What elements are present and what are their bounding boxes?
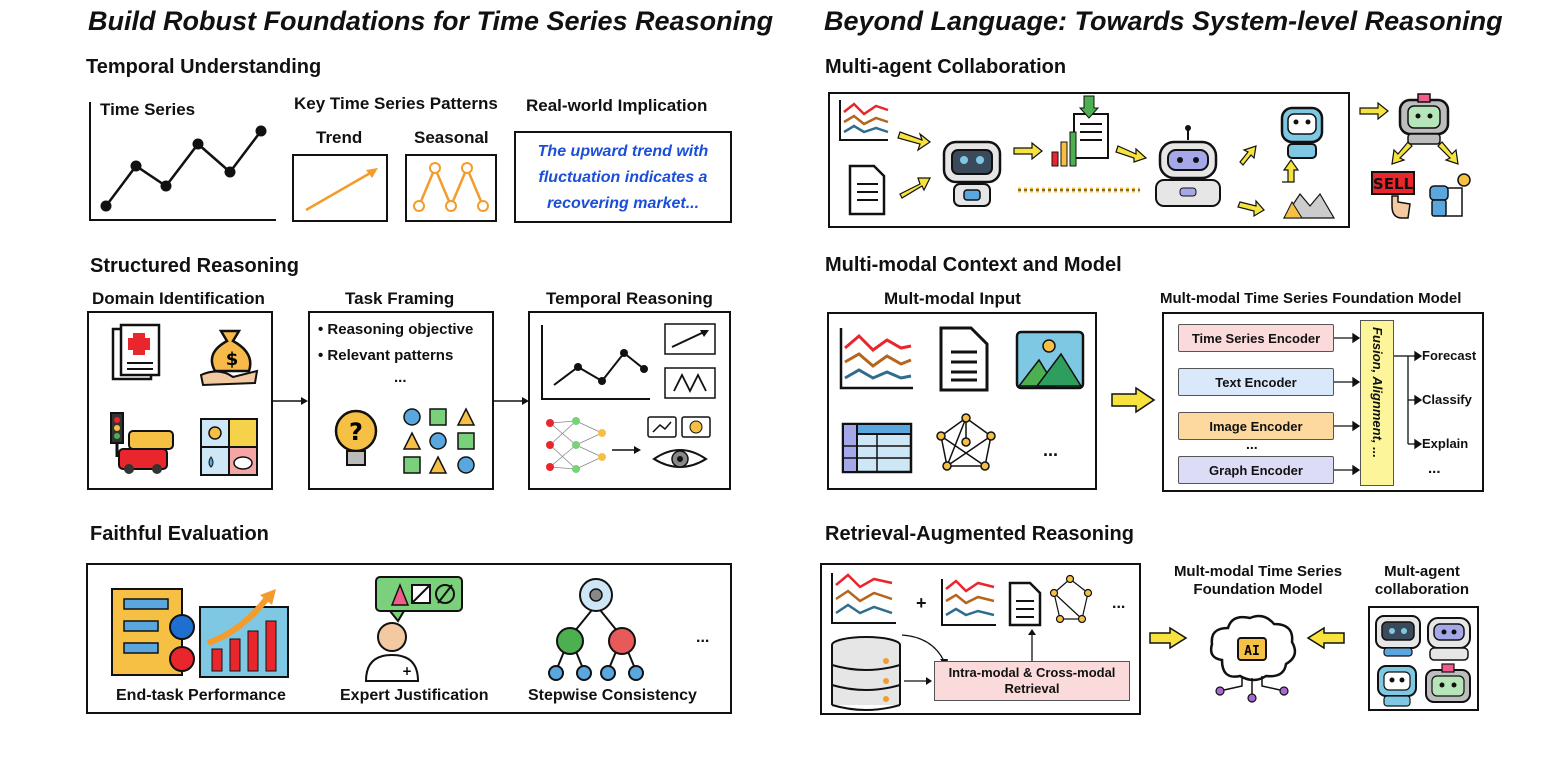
multi-agent-box bbox=[828, 92, 1350, 228]
temporal-reasoning-label: Temporal Reasoning bbox=[546, 289, 713, 308]
lightbulb-question-icon: ? bbox=[334, 409, 378, 466]
mini-line-chart-icon bbox=[541, 325, 650, 400]
image-encoder: Image Encoder bbox=[1178, 412, 1334, 440]
arrow-nn-to-eye bbox=[612, 446, 641, 454]
foundation-label-2: Mult-modal Time Series Foundation Model bbox=[1173, 563, 1343, 598]
text-encoder: Text Encoder bbox=[1178, 368, 1334, 396]
seasonal-wave-icon bbox=[413, 162, 489, 212]
seasonal-box bbox=[405, 154, 497, 222]
weather-icon bbox=[200, 418, 258, 476]
foundation-model-label: Mult-modal Time Series Foundation Model bbox=[1160, 290, 1462, 307]
agent-robots-icon bbox=[1375, 615, 1471, 707]
left-title: Build Robust Foundations for Time Series… bbox=[88, 6, 774, 36]
temporal-understanding-heading: Temporal Understanding bbox=[86, 56, 322, 78]
eye-analysis-icon bbox=[647, 416, 711, 468]
faithful-evaluation-heading: Faithful Evaluation bbox=[90, 523, 269, 545]
seasonal-label: Seasonal bbox=[414, 128, 489, 147]
evaluation-ellipsis: ... bbox=[696, 629, 710, 646]
ts-encoder: Time Series Encoder bbox=[1178, 324, 1334, 352]
input-ellipsis: ... bbox=[1043, 440, 1059, 460]
svg-text:+: + bbox=[402, 664, 412, 678]
trend-label: Trend bbox=[316, 128, 363, 147]
retrieval-box: + ... Intra-modal & Cross-modal Retrieva… bbox=[820, 563, 1141, 715]
ai-brain-icon: AI bbox=[1209, 614, 1297, 703]
task-framing-box: • Reasoning objective • Relevant pattern… bbox=[308, 311, 494, 490]
shapes-grid-icon bbox=[402, 407, 476, 474]
multi-agent-heading: Multi-agent Collaboration bbox=[825, 56, 1067, 78]
output-ellipsis: ... bbox=[1428, 460, 1441, 477]
encoder-to-fusion-arrows bbox=[1334, 332, 1361, 476]
task-framing-label: Task Framing bbox=[345, 289, 455, 308]
temporal-reasoning-box bbox=[528, 311, 731, 490]
output-forecast: Forecast bbox=[1422, 348, 1477, 363]
medical-document-icon bbox=[111, 323, 161, 381]
foundation-model-box: Time Series Encoder Text Encoder Image E… bbox=[1162, 312, 1484, 492]
encoder-ellipsis: ... bbox=[1246, 436, 1258, 452]
time-series-chart bbox=[89, 102, 276, 221]
structured-reasoning-heading: Structured Reasoning bbox=[90, 255, 299, 277]
graph-input-icon bbox=[936, 413, 996, 471]
traffic-cars-icon bbox=[110, 412, 174, 474]
end-task-label: End-task Performance bbox=[116, 687, 286, 704]
money-bag-icon: $ bbox=[199, 329, 259, 387]
sell-sign: SELL bbox=[1373, 175, 1414, 193]
svg-text:?: ? bbox=[349, 418, 363, 446]
retrieval-to-brain-arrow bbox=[1149, 626, 1188, 650]
agent-collab-label: Mult-agent collaboration bbox=[1374, 563, 1470, 598]
retrieval-heading: Retrieval-Augmented Reasoning bbox=[825, 523, 1134, 545]
multimodal-input-label: Mult-modal Input bbox=[884, 289, 1021, 308]
time-series-label: Time Series bbox=[100, 100, 196, 119]
expert-icon: + bbox=[364, 576, 463, 682]
trend-box bbox=[292, 154, 388, 222]
flowchart-performance-icon bbox=[111, 588, 289, 678]
stepwise-label: Stepwise Consistency bbox=[528, 687, 697, 704]
ai-text: AI bbox=[1244, 644, 1260, 659]
fusion-label: Fusion, Alignment, ... bbox=[1370, 327, 1385, 458]
output-explain: Explain bbox=[1422, 436, 1469, 451]
time-series-input-icon bbox=[839, 328, 913, 390]
plus-sign: + bbox=[916, 593, 927, 613]
retrieval-block: Intra-modal & Cross-modal Retrieval bbox=[934, 661, 1130, 701]
domain-box: $ bbox=[87, 311, 273, 490]
implication-text: The upward trend with fluctuation indica… bbox=[537, 143, 709, 212]
evaluation-box: End-task Performance + Expert Justificat… bbox=[86, 563, 732, 714]
agents-to-brain-arrow bbox=[1306, 626, 1345, 650]
multimodal-input-box: ... bbox=[827, 312, 1097, 490]
task-ellipsis: ... bbox=[394, 369, 407, 386]
trend-mini-icon bbox=[664, 323, 716, 355]
task-bullet-patterns: • Relevant patterns bbox=[318, 347, 454, 364]
right-title: Beyond Language: Towards System-level Re… bbox=[824, 6, 1503, 36]
arrow-domain-to-task bbox=[273, 397, 308, 405]
neural-network-icon bbox=[546, 417, 606, 473]
seasonal-mini-icon bbox=[664, 367, 716, 399]
arrow-task-to-temporal bbox=[494, 397, 529, 405]
implication-label: Real-world Implication bbox=[526, 96, 708, 115]
implication-box: The upward trend with fluctuation indica… bbox=[514, 131, 732, 223]
stepwise-tree-icon bbox=[548, 578, 644, 681]
multi-agent-side-flow: SELL bbox=[1359, 93, 1471, 219]
fusion-to-output-arrows bbox=[1394, 350, 1423, 450]
multimodal-heading: Multi-modal Context and Model bbox=[825, 254, 1122, 276]
multi-agent-flow bbox=[839, 95, 1336, 219]
document-input-icon bbox=[939, 326, 989, 392]
graph-encoder: Graph Encoder bbox=[1178, 456, 1334, 484]
output-classify: Classify bbox=[1422, 392, 1472, 407]
task-bullet-objective: • Reasoning objective bbox=[318, 321, 474, 338]
input-to-model-arrow bbox=[1111, 386, 1156, 414]
retrieval-ellipsis: ... bbox=[1112, 595, 1126, 612]
trend-arrow-icon bbox=[305, 168, 378, 212]
image-input-icon bbox=[1015, 330, 1085, 390]
fusion-block: Fusion, Alignment, ... bbox=[1360, 320, 1394, 486]
expert-label: Expert Justification bbox=[340, 687, 489, 704]
patterns-label: Key Time Series Patterns bbox=[294, 94, 498, 113]
domain-label: Domain Identification bbox=[92, 289, 265, 308]
agents-box bbox=[1368, 606, 1479, 711]
table-input-icon bbox=[841, 422, 913, 474]
svg-text:$: $ bbox=[226, 349, 239, 370]
